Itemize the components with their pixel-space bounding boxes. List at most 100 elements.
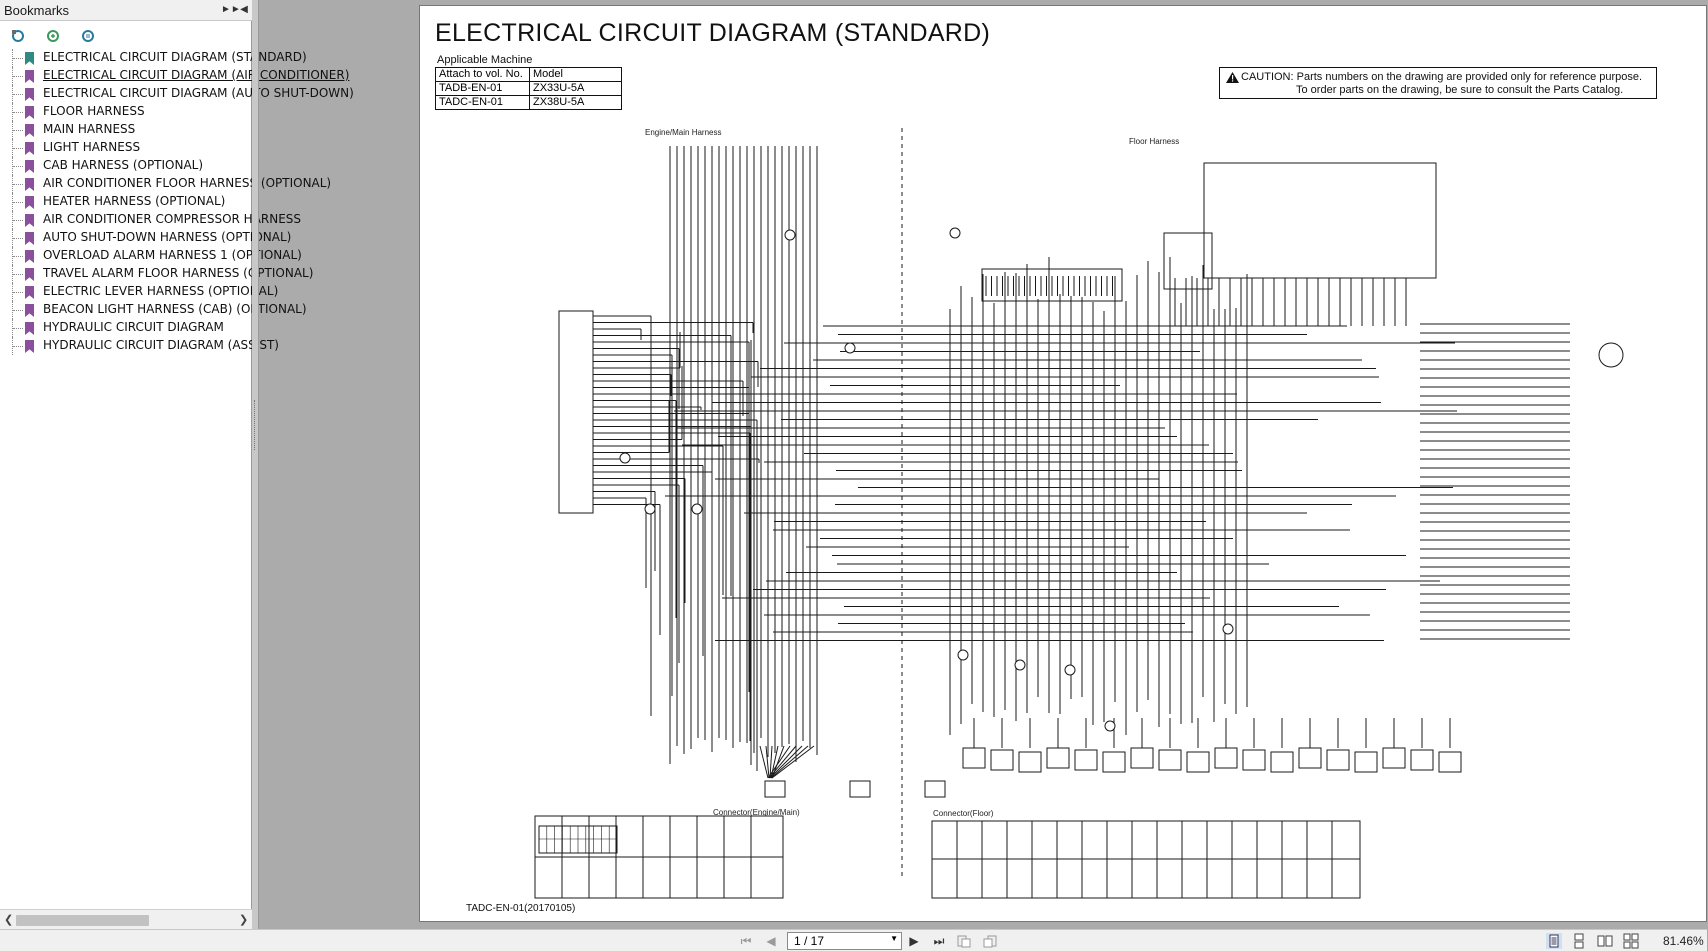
bookmark-label: CAB HARNESS (OPTIONAL): [43, 158, 204, 172]
bookmark-label: HYDRAULIC CIRCUIT DIAGRAM: [43, 320, 224, 334]
warning-icon: [1226, 72, 1239, 83]
expand-bookmark-icon[interactable]: [44, 27, 62, 45]
status-bar: ⏮ ◀ 1 / 17 ▼ ▶ ⏭ 81.46%: [0, 929, 1707, 951]
bookmark-label: ELECTRICAL CIRCUIT DIAGRAM (AUTO SHUT-DO…: [43, 86, 354, 100]
bookmark-icon: [25, 142, 34, 155]
bookmark-icon: [25, 286, 34, 299]
continuous-view-icon[interactable]: [1571, 933, 1587, 949]
bookmark-icon: [25, 250, 34, 263]
floor-harness-label: Floor Harness: [1129, 137, 1180, 146]
bookmark-label: HYDRAULIC CIRCUIT DIAGRAM (ASSIST): [43, 338, 279, 352]
bookmark-icon: [25, 304, 34, 317]
expand-panel-icon[interactable]: ►►: [221, 4, 241, 15]
table-row: TADC-EN-01 ZX38U-5A: [435, 95, 622, 110]
bookmark-label: ELECTRICAL CIRCUIT DIAGRAM (STANDARD): [43, 50, 307, 64]
bookmark-icon: [25, 70, 34, 83]
bookmark-item[interactable]: OVERLOAD ALARM HARNESS 1 (OPTIONAL): [0, 247, 302, 265]
bookmark-label: MAIN HARNESS: [43, 122, 136, 136]
collapse-panel-icon[interactable]: ◀: [240, 4, 248, 15]
bookmark-item[interactable]: LIGHT HARNESS: [0, 139, 252, 157]
next-page-icon[interactable]: ▶: [909, 934, 919, 948]
caution-text-line2: To order parts on the drawing, be sure t…: [1296, 84, 1624, 96]
bookmark-item[interactable]: HEATER HARNESS (OPTIONAL): [0, 193, 252, 211]
page-number-field[interactable]: 1 / 17 ▼: [787, 932, 902, 950]
bookmark-label: ELECTRIC LEVER HARNESS (OPTIONAL): [43, 284, 279, 298]
find-bookmark-icon[interactable]: [79, 27, 97, 45]
table-header-cell: Attach to vol. No.: [435, 67, 530, 82]
bookmark-label: LIGHT HARNESS: [43, 140, 141, 154]
first-page-icon[interactable]: ⏮: [740, 934, 752, 948]
bookmark-item[interactable]: FLOOR HARNESS: [0, 103, 252, 121]
bookmark-icon: [25, 52, 34, 65]
bookmark-icon: [25, 178, 34, 191]
previous-view-icon[interactable]: [956, 933, 972, 949]
bookmark-item[interactable]: HYDRAULIC CIRCUIT DIAGRAM (ASSIST): [0, 337, 279, 355]
bookmark-item[interactable]: TRAVEL ALARM FLOOR HARNESS (OPTIONAL): [0, 265, 314, 283]
bookmark-icon: [25, 160, 34, 173]
bookmark-item[interactable]: BEACON LIGHT HARNESS (CAB) (OPTIONAL): [0, 301, 307, 319]
bookmark-label: AUTO SHUT-DOWN HARNESS (OPTIONAL): [43, 230, 292, 244]
bookmark-item[interactable]: HYDRAULIC CIRCUIT DIAGRAM: [0, 319, 252, 337]
bookmark-item[interactable]: AUTO SHUT-DOWN HARNESS (OPTIONAL): [0, 229, 292, 247]
bookmark-item[interactable]: MAIN HARNESS: [0, 121, 252, 139]
bookmark-label: HEATER HARNESS (OPTIONAL): [43, 194, 226, 208]
panel-splitter[interactable]: [252, 0, 259, 929]
bookmark-icon: [25, 268, 34, 281]
table-cell: ZX33U-5A: [529, 81, 622, 96]
bookmark-icon: [25, 214, 34, 227]
applicable-machine-label: Applicable Machine: [437, 54, 533, 66]
bookmark-item[interactable]: ELECTRICAL CIRCUIT DIAGRAM (AUTO SHUT-DO…: [0, 85, 354, 103]
bookmark-item[interactable]: ELECTRIC LEVER HARNESS (OPTIONAL): [0, 283, 279, 301]
connector-engine-main-label: Connector(Engine/Main): [713, 808, 800, 817]
bookmark-label: AIR CONDITIONER FLOOR HARNESS (OPTIONAL): [43, 176, 332, 190]
page-number-value: 1 / 17: [794, 934, 825, 948]
document-footer-code: TADC-EN-01(20170105): [466, 903, 576, 914]
bookmarks-header: Bookmarks ►► ◀: [0, 0, 252, 21]
scroll-right-icon[interactable]: ❯: [239, 914, 249, 926]
zoom-level[interactable]: 81.46%: [1663, 934, 1704, 948]
bookmark-icon: [25, 88, 34, 101]
bookmark-icon: [25, 106, 34, 119]
scrollbar-thumb[interactable]: [16, 915, 149, 926]
bookmark-icon: [25, 196, 34, 209]
bookmarks-title: Bookmarks: [4, 3, 70, 18]
document-page: ELECTRICAL CIRCUIT DIAGRAM (STANDARD) Ap…: [419, 5, 1707, 922]
table-cell: TADC-EN-01: [435, 95, 530, 110]
bookmarks-panel: Bookmarks ►► ◀ ELECTRICAL CIRCUIT DIAGRA…: [0, 0, 354, 929]
table-cell: ZX38U-5A: [529, 95, 622, 110]
bookmark-options-icon[interactable]: [9, 27, 27, 45]
bookmark-label: FLOOR HARNESS: [43, 104, 145, 118]
engine-main-harness-label: Engine/Main Harness: [645, 128, 722, 137]
bookmark-item[interactable]: AIR CONDITIONER FLOOR HARNESS (OPTIONAL): [0, 175, 332, 193]
bookmarks-toolbar: [0, 22, 252, 50]
chevron-down-icon[interactable]: ▼: [890, 934, 898, 943]
bookmark-item[interactable]: ELECTRICAL CIRCUIT DIAGRAM (AIR CONDITIO…: [0, 67, 350, 85]
applicable-machine-table: Attach to vol. No. Model TADB-EN-01 ZX33…: [435, 67, 622, 110]
next-view-icon[interactable]: [982, 933, 998, 949]
bookmark-label: OVERLOAD ALARM HARNESS 1 (OPTIONAL): [43, 248, 302, 262]
page-title: ELECTRICAL CIRCUIT DIAGRAM (STANDARD): [435, 19, 991, 47]
bookmark-icon: [25, 124, 34, 137]
bookmark-icon: [25, 340, 34, 353]
bookmark-label: ELECTRICAL CIRCUIT DIAGRAM (AIR CONDITIO…: [43, 68, 350, 82]
caution-box: CAUTION: Parts numbers on the drawing ar…: [1219, 67, 1657, 99]
last-page-icon[interactable]: ⏭: [933, 934, 945, 948]
circuit-diagram-drawing: [534, 128, 1624, 899]
connector-floor-label: Connector(Floor): [933, 809, 994, 818]
continuous-facing-view-icon[interactable]: [1623, 933, 1639, 949]
scroll-left-icon[interactable]: ❮: [4, 914, 14, 926]
bookmark-label: BEACON LIGHT HARNESS (CAB) (OPTIONAL): [43, 302, 307, 316]
bookmark-icon: [25, 232, 34, 245]
previous-page-icon[interactable]: ◀: [766, 934, 776, 948]
bookmark-label: AIR CONDITIONER COMPRESSOR HARNESS: [43, 212, 302, 226]
bookmark-item[interactable]: AIR CONDITIONER COMPRESSOR HARNESS: [0, 211, 302, 229]
bookmark-item[interactable]: ELECTRICAL CIRCUIT DIAGRAM (STANDARD): [0, 49, 307, 67]
bookmarks-horizontal-scrollbar[interactable]: ❮ ❯: [0, 909, 252, 929]
bookmark-icon: [25, 322, 34, 335]
bookmark-label: TRAVEL ALARM FLOOR HARNESS (OPTIONAL): [43, 266, 314, 280]
bookmark-item[interactable]: CAB HARNESS (OPTIONAL): [0, 157, 252, 175]
facing-view-icon[interactable]: [1597, 933, 1613, 949]
single-page-view-icon[interactable]: [1546, 933, 1562, 949]
caution-text-line1: CAUTION: Parts numbers on the drawing ar…: [1241, 71, 1643, 83]
